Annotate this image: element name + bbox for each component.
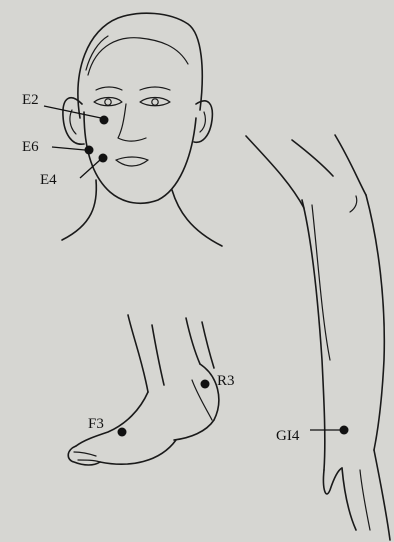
point-r3-dot (201, 380, 210, 389)
foot-illustration (68, 315, 219, 465)
point-e4-label: E4 (40, 172, 57, 188)
point-e2: E2 (22, 92, 109, 125)
point-e6: E6 (22, 139, 94, 155)
point-r3: R3 (201, 373, 235, 389)
point-e4: E4 (40, 154, 108, 189)
point-e4-dot (99, 154, 108, 163)
point-e2-dot (100, 116, 109, 125)
point-e6-label: E6 (22, 139, 39, 155)
point-gi4: GI4 (276, 426, 349, 445)
head-illustration (62, 13, 222, 246)
point-gi4-label: GI4 (276, 428, 300, 444)
arm-illustration (246, 135, 390, 540)
point-gi4-dot (340, 426, 349, 435)
point-e6-dot (85, 146, 94, 155)
point-f3-dot (118, 428, 127, 437)
point-e2-label: E2 (22, 92, 39, 108)
point-r3-label: R3 (217, 373, 235, 389)
point-f3: F3 (88, 416, 127, 437)
point-f3-label: F3 (88, 416, 104, 432)
